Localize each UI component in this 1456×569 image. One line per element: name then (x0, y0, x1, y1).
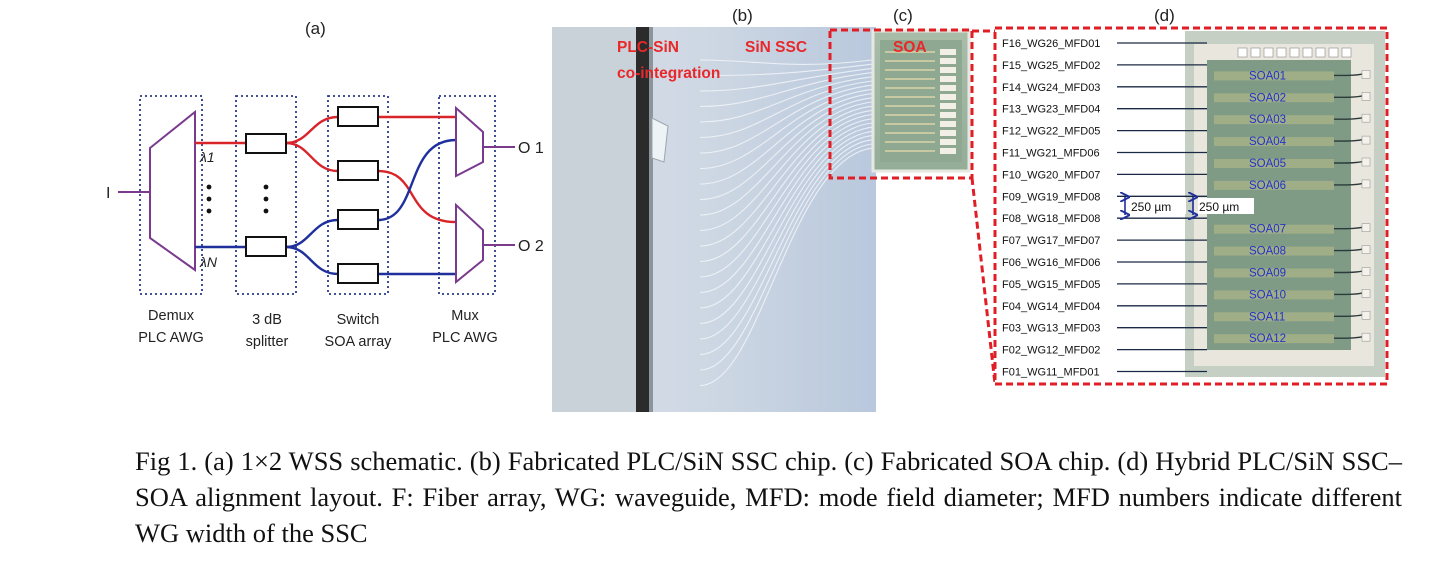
soa-switch-2 (337, 160, 379, 181)
soa-array-box (327, 95, 389, 295)
block-label-mux-line1: Mux (451, 308, 479, 324)
fiber-label: F04_WG14_MFD04 (1002, 301, 1100, 313)
mux-box (438, 95, 496, 295)
bond-pads-top (1237, 47, 1352, 58)
lambda-1-label: λ1 (199, 149, 215, 165)
fiber-label: F07_WG17_MFD07 (1002, 235, 1100, 247)
soa-label: SOA10 (1249, 289, 1286, 301)
schematic-panel: I λ1 λN O 1 O 2 Demux PLC AWG 3 dB split… (106, 95, 544, 350)
soa-stripe (1214, 246, 1334, 256)
soa-stripe (1214, 93, 1334, 103)
splitter-box (235, 95, 297, 295)
soa-label: SOA02 (1249, 92, 1286, 104)
plc-sin-label-line1: PLC-SiN (617, 39, 679, 56)
input-label: I (106, 185, 110, 202)
fiber-label: F11_WG21_MFD06 (1002, 148, 1100, 160)
fiber-label: F01_WG11_MFD01 (1002, 367, 1100, 379)
splitter-n (245, 236, 287, 257)
soa-switch-1 (337, 106, 379, 127)
soa-label: SOA07 (1249, 224, 1286, 236)
soa-label: SOA04 (1249, 136, 1287, 148)
soa-label: SOA09 (1249, 268, 1286, 280)
block-label-demux-line1: Demux (148, 308, 195, 324)
mux-awg-shape-1 (455, 105, 484, 178)
soa-label: SOA05 (1249, 158, 1286, 170)
soa-label: SOA08 (1249, 246, 1286, 258)
bond-pad (1361, 179, 1371, 189)
bond-pad (1361, 332, 1371, 342)
soa-label: SOA (893, 39, 927, 56)
fiber-label: F08_WG18_MFD08 (1002, 213, 1100, 225)
soa-stripe (1214, 159, 1334, 168)
pitch-label-left: 250 µm (1131, 200, 1171, 214)
block-label-demux-line2: PLC AWG (138, 330, 204, 346)
block-label-soa-line2: SOA array (325, 334, 393, 350)
soa-stripe (1214, 180, 1334, 190)
demux-box (139, 95, 203, 295)
bond-pad (1361, 113, 1371, 123)
fiber-label: F16_WG26_MFD01 (1002, 38, 1100, 50)
bond-pad (1361, 267, 1371, 276)
soa-chip-mini (880, 40, 962, 162)
bond-pad (1361, 70, 1371, 79)
bond-pad (1361, 92, 1371, 101)
fiber-label: F02_WG12_MFD02 (1002, 345, 1100, 357)
bond-pad (1361, 135, 1371, 145)
alignment-rows: F16_WG26_MFD01F15_WG25_MFD02F14_WG24_MFD… (1002, 38, 1371, 379)
soa-stripe (1214, 268, 1334, 278)
block-label-splitter-line1: 3 dB (252, 312, 282, 328)
fiber-label: F06_WG16_MFD06 (1002, 257, 1100, 269)
block-label-mux-line2: PLC AWG (432, 330, 498, 346)
fiber-label: F09_WG19_MFD08 (1002, 191, 1100, 203)
block-label-splitter-line2: splitter (246, 334, 289, 350)
panel-label-a: (a) (305, 19, 326, 38)
zoom-connector-bottom (970, 177, 997, 385)
soa-switch-3 (337, 209, 379, 230)
soa-label: SOA06 (1249, 180, 1286, 192)
soa-label: SOA01 (1249, 70, 1286, 82)
soa-label: SOA11 (1249, 311, 1285, 323)
soa-stripe (1214, 290, 1334, 300)
splitter-1 (245, 133, 287, 154)
block-label-soa-line1: Switch (337, 312, 380, 328)
figure-caption: Fig 1. (a) 1×2 WSS schematic. (b) Fabric… (135, 446, 1402, 548)
fiber-label: F13_WG23_MFD04 (1002, 104, 1100, 116)
soa-stripe (1214, 224, 1334, 234)
bond-pad (1361, 289, 1371, 298)
soa-stripe (1214, 137, 1334, 147)
ssc-waveguides (699, 59, 873, 387)
demux-awg-shape (149, 109, 196, 272)
soa-switch-4 (337, 263, 379, 284)
fiber-label: F12_WG22_MFD05 (1002, 126, 1100, 138)
mux-awg-shape-2 (455, 202, 484, 285)
alignment-panel: F16_WG26_MFD01F15_WG25_MFD02F14_WG24_MFD… (993, 26, 1389, 386)
bond-pad (1361, 310, 1371, 320)
output-2-label: O 2 (518, 238, 544, 255)
soa-stripe (1214, 334, 1334, 344)
fiber-label: F14_WG24_MFD03 (1002, 82, 1100, 94)
plc-sin-label-line2: co-integration (617, 65, 720, 82)
bond-pad (1361, 223, 1371, 232)
soa-label: SOA03 (1249, 114, 1286, 126)
chip-photo: PLC-SiN co-integration SiN SSC SOA (552, 27, 974, 412)
soa-stripe (1214, 115, 1334, 125)
fiber-label: F03_WG13_MFD03 (1002, 323, 1100, 335)
soa-highlight-box (828, 28, 974, 180)
fiber-label: F15_WG25_MFD02 (1002, 60, 1100, 72)
bond-pad (1361, 157, 1371, 167)
soa-label: SOA12 (1249, 333, 1286, 345)
output-1-label: O 1 (518, 140, 544, 157)
bond-pad (1361, 245, 1371, 254)
panel-label-b: (b) (732, 6, 753, 25)
sin-ssc-label: SiN SSC (745, 39, 807, 56)
panel-label-d: (d) (1154, 6, 1175, 25)
panel-label-c: (c) (893, 6, 913, 25)
lambda-n-label: λN (199, 254, 218, 270)
fiber-label: F10_WG20_MFD07 (1002, 169, 1100, 181)
fiber-label: F05_WG15_MFD05 (1002, 279, 1100, 291)
soa-stripe (1214, 312, 1334, 322)
pitch-label-right: 250 µm (1199, 200, 1239, 214)
soa-stripe (1214, 71, 1334, 81)
figure-graphics: I λ1 λN O 1 O 2 Demux PLC AWG 3 dB split… (106, 26, 1389, 412)
